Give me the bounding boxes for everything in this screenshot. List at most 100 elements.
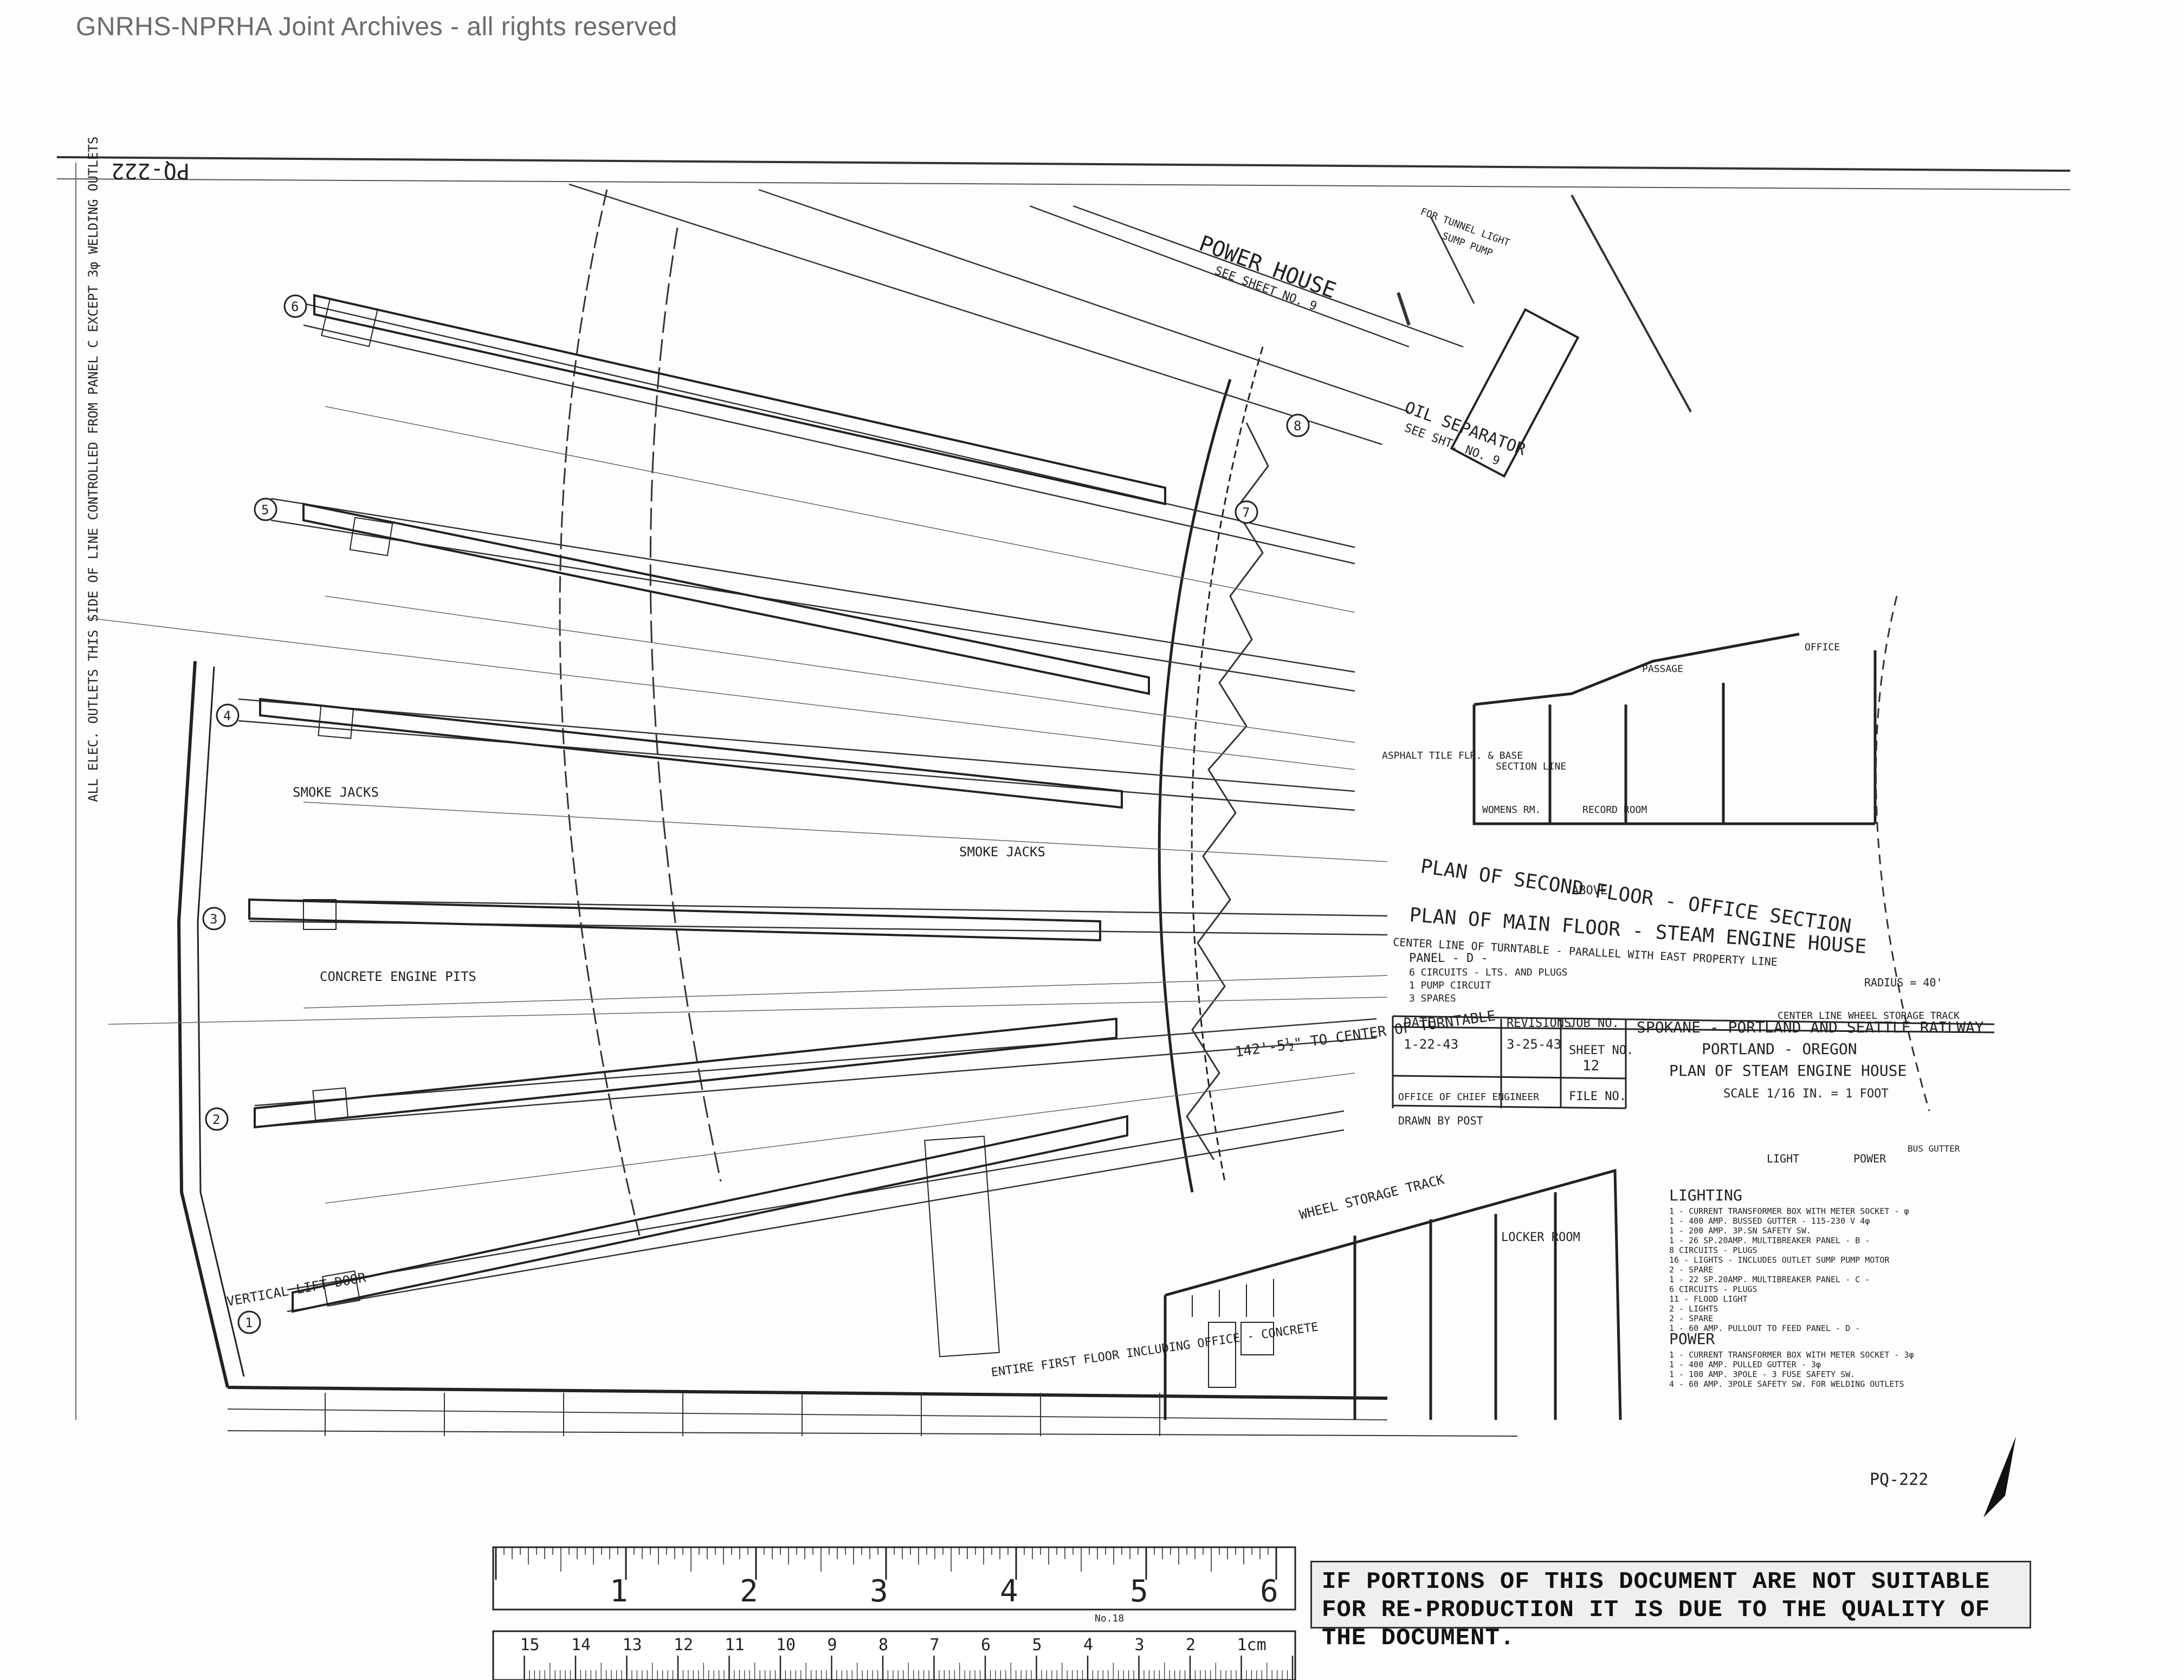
room-label: SECTION LINE	[1496, 761, 1566, 772]
stall-number-circle	[254, 497, 277, 521]
ruler-inch-label: 5	[1130, 1574, 1148, 1609]
north-arrow	[1983, 1436, 2016, 1517]
sheet-id-bottom: PQ-222	[1870, 1470, 1928, 1489]
stall-number-circle	[283, 294, 307, 318]
wheel-storage-track-label: WHEEL STORAGE TRACK	[1298, 1172, 1446, 1223]
ruler-cm-label: 6	[981, 1636, 991, 1655]
stall-number-circle	[1235, 500, 1258, 524]
radial-tracks	[238, 183, 1464, 1313]
location-label: PORTLAND - OREGON	[1702, 1040, 1857, 1058]
oil-separator-box	[1450, 308, 1580, 478]
room-label: PASSAGE	[1642, 663, 1683, 675]
lighting-list: 1 - CURRENT TRANSFORMER BOX WITH METER S…	[1669, 1206, 1909, 1333]
panel-d-circuit: 3 SPARES	[1409, 993, 1456, 1004]
room-label: ASPHALT TILE FLR. & BASE	[1382, 750, 1523, 761]
stall-number: 4	[223, 708, 231, 723]
smoke-jacks-label-right: SMOKE JACKS	[959, 844, 1045, 860]
lighting-item: 1 - CURRENT TRANSFORMER BOX WITH METER S…	[1669, 1206, 1909, 1216]
room-label: WOMENS RM.	[1482, 804, 1541, 816]
stall-number: 8	[1294, 418, 1301, 434]
stall-number: 2	[212, 1112, 220, 1127]
office-first-floor	[1164, 1168, 1622, 1420]
job-label: JOB NO.	[1569, 1017, 1619, 1030]
lighting-item: 2 - SPARE	[1669, 1314, 1713, 1323]
turntable-distance-label: 142'-5½" TO CENTER OF TURNTABLE	[1234, 1008, 1497, 1061]
power-heading: POWER	[1669, 1330, 1715, 1348]
room-label: OFFICE	[1805, 642, 1840, 653]
ruler-cm-label: 2	[1186, 1636, 1196, 1655]
revision-value: 3-25-43	[1507, 1037, 1561, 1052]
ruler-cm-label: 15	[520, 1636, 540, 1655]
ruler-cm-label: 12	[674, 1636, 693, 1655]
second-floor-room-labels: WOMENS RM. RECORD ROOM PASSAGE OFFICE SECTIO…	[1382, 642, 1840, 816]
power-item: 1 - 100 AMP. 3POLE - 3 FUSE SAFETY SW.	[1669, 1369, 1855, 1379]
file-label: FILE NO.	[1569, 1090, 1626, 1103]
lighting-item: 2 - LIGHTS	[1669, 1304, 1718, 1314]
stall-number: 1	[245, 1315, 253, 1330]
sheet-label: SHEET NO.	[1569, 1044, 1633, 1057]
ruler-cm-label: 1cm	[1237, 1636, 1267, 1655]
radius-label: RADIUS = 40'	[1864, 976, 1943, 989]
side-note: ALL ELEC. OUTLETS THIS SIDE OF LINE CONT…	[86, 137, 101, 802]
lighting-item: 1 - 400 AMP. BUSSED GUTTER - 115-230 V 4…	[1669, 1216, 1870, 1226]
office-second-floor	[1472, 632, 1877, 825]
lighting-item: 1 - 60 AMP. PULLOUT TO FEED PANEL - D -	[1669, 1323, 1860, 1333]
ruler-cm-label: 8	[878, 1636, 888, 1655]
drawing-title: PLAN OF STEAM ENGINE HOUSE	[1669, 1062, 1907, 1080]
locker-room-label: LOCKER ROOM	[1501, 1231, 1580, 1244]
lighting-item: 8 CIRCUITS - PLUGS	[1669, 1245, 1757, 1255]
concrete-engine-pits-label: CONCRETE ENGINE PITS	[320, 969, 476, 984]
lighting-item: 6 CIRCUITS - PLUGS	[1669, 1284, 1757, 1294]
light-label: LIGHT	[1767, 1152, 1799, 1165]
ruler-cm-label: 5	[1032, 1636, 1042, 1655]
power-list: 1 - CURRENT TRANSFORMER BOX WITH METER S…	[1669, 1350, 1914, 1389]
office-label: OFFICE OF CHIEF ENGINEER	[1398, 1091, 1539, 1103]
stall-number: 7	[1242, 505, 1250, 520]
smoke-jacks-label-left: SMOKE JACKS	[293, 785, 379, 800]
stall-number: 5	[261, 502, 269, 518]
ruler-cm-label: 3	[1135, 1636, 1145, 1655]
ruler-cm-label: 4	[1083, 1636, 1093, 1655]
stall-number-circle	[216, 703, 240, 727]
lighting-item: 16 - LIGHTS - INCLUDES OUTLET SUMP PUMP …	[1669, 1255, 1890, 1265]
date-label: DATE	[1404, 1015, 1435, 1030]
railway-name: SPOKANE - PORTLAND AND SEATTLE RAILWAY	[1637, 1018, 1984, 1036]
lighting-item: 1 - 200 AMP. 3P.SN SAFETY SW.	[1669, 1226, 1811, 1236]
stall-number-circle	[237, 1310, 261, 1334]
stall-number: 6	[291, 299, 299, 314]
ruler-model: No.18	[1095, 1613, 1124, 1624]
stall-number-circle	[1286, 413, 1310, 437]
sheet-number: 12	[1582, 1058, 1599, 1074]
scale-label: SCALE 1/16 IN. = 1 FOOT	[1723, 1087, 1889, 1101]
engine-pits	[248, 294, 1166, 1313]
lighting-heading: LIGHTING	[1669, 1186, 1742, 1204]
front-wall	[227, 1386, 1388, 1400]
lighting-item: 1 - 26 SP.20AMP. MULTIBREAKER PANEL - B …	[1669, 1236, 1870, 1245]
revisions-label: REVISIONS	[1507, 1017, 1571, 1030]
ruler-cm-label: 10	[776, 1636, 796, 1655]
panel-d-circuit: 6 CIRCUITS - LTS. AND PLUGS	[1409, 967, 1568, 978]
archive-watermark: GNRHS-NPRHA Joint Archives - all rights …	[76, 12, 677, 41]
power-item: 1 - CURRENT TRANSFORMER BOX WITH METER S…	[1669, 1350, 1914, 1360]
lighting-item: 1 - 22 SP.20AMP. MULTIBREAKER PANEL - C …	[1669, 1275, 1870, 1284]
panel-d-circuit: 1 PUMP CIRCUIT	[1409, 980, 1491, 991]
ruler-inch-label: 1	[610, 1574, 628, 1609]
panel-d-label: PANEL - D -	[1409, 952, 1488, 965]
back-wall	[177, 661, 229, 1388]
quality-notice: IF PORTIONS OF THIS DOCUMENT ARE NOT SUI…	[1310, 1561, 2031, 1652]
ruler-cm-label: 7	[930, 1636, 940, 1655]
stall-number-circle	[202, 907, 226, 931]
room-label: RECORD ROOM	[1582, 804, 1647, 816]
power-label: POWER	[1853, 1152, 1886, 1165]
sheet-top-border	[56, 156, 2071, 172]
ruler-cm-label: 14	[571, 1636, 591, 1655]
drawn-by-label: DRAWN BY POST	[1398, 1114, 1483, 1127]
title-block-lines	[1392, 1015, 1995, 1109]
power-item: 4 - 60 AMP. 3POLE SAFETY SW. FOR WELDING…	[1669, 1379, 1904, 1389]
ruler-inch-label: 6	[1260, 1574, 1278, 1609]
bus-gutter-label: BUS GUTTER	[1908, 1143, 1960, 1154]
ruler-inch-label: 3	[870, 1574, 888, 1609]
ruler-cm-label: 11	[725, 1636, 745, 1655]
stall-number-circle	[205, 1107, 229, 1131]
entire-first-floor-label: ENTIRE FIRST FLOOR INCLUDING OFFICE - CO…	[990, 1320, 1319, 1380]
